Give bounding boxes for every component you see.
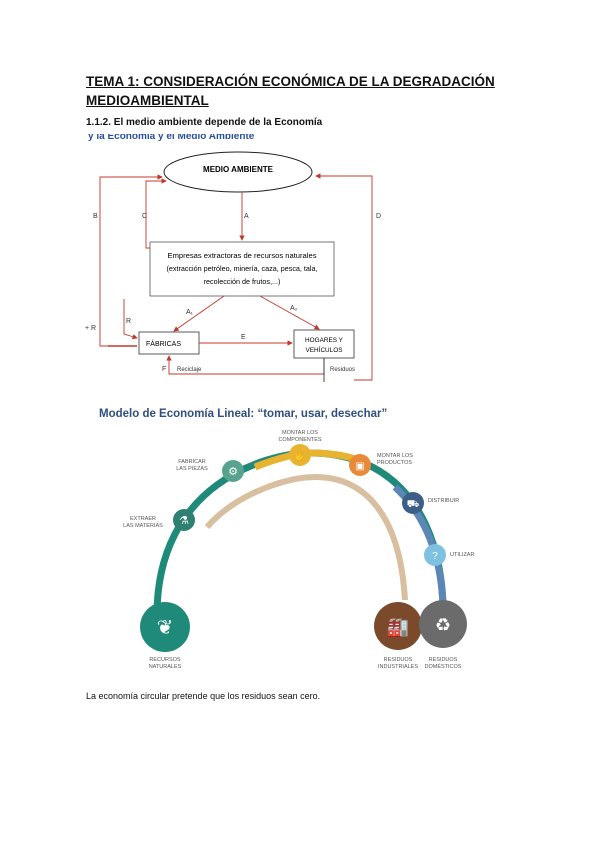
page-title: TEMA 1: CONSIDERACIÓN ECONÓMICA DE LA DE… <box>86 74 495 108</box>
svg-text:INDUSTRIALES: INDUSTRIALES <box>378 664 418 670</box>
step-fabricar: ⚙ FABRICAR LAS PIEZAS <box>176 459 244 482</box>
recursos-naturales-node: ❦ RECURSOS NATURALES <box>140 602 190 670</box>
svg-text:LAS MATERIAS: LAS MATERIAS <box>123 523 163 529</box>
factory-icon: 🏭 <box>387 617 409 637</box>
residuos-industriales-node: 🏭 RESIDUOS INDUSTRIALES <box>374 602 422 670</box>
flask-icon: ⚗ <box>179 515 189 527</box>
svg-text:RECURSOS: RECURSOS <box>149 657 181 663</box>
svg-text:NATURALES: NATURALES <box>149 664 182 670</box>
svg-text:FABRICAR: FABRICAR <box>178 459 206 465</box>
linear-economy-heading: Modelo de Economía Lineal: “tomar, usar,… <box>99 408 387 420</box>
hogares-line-1: HOGARES Y <box>305 337 344 344</box>
extractoras-line-1: Empresas extractoras de recursos natural… <box>168 251 317 260</box>
step-extraer: ⚗ EXTRAER LAS MATERIAS <box>123 509 195 531</box>
flow-label-c: C <box>142 213 147 220</box>
flow-label-d: D <box>376 213 381 220</box>
extractoras-line-2: (extracción petróleo, minería, caza, pes… <box>166 264 317 273</box>
section-subtitle: 1.1.2. El medio ambiente depende de la E… <box>86 117 323 128</box>
assembly-icon: ✋ <box>294 449 306 462</box>
partial-heading: y la Economía y el Medio Ambiente <box>88 134 255 142</box>
step-montar-componentes: ✋ MONTAR LOS COMPONENTES <box>278 430 322 466</box>
svg-text:DISTRIBUIR: DISTRIBUIR <box>428 498 459 504</box>
reciclaje-label: Reciclaje <box>177 367 202 373</box>
medio-ambiente-ellipse <box>163 151 313 193</box>
recycle-icon: ♻ <box>435 615 451 635</box>
flow-label-b: B <box>93 213 98 220</box>
product-icon: ▣ <box>355 461 364 472</box>
hogares-box <box>293 329 355 359</box>
svg-text:LAS PIEZAS: LAS PIEZAS <box>176 466 208 472</box>
flow-label-r: R <box>126 318 131 325</box>
flow-label-a: A <box>244 213 249 220</box>
step-distribuir: ⛟ DISTRIBUIR <box>402 492 459 514</box>
svg-text:MONTAR LOS: MONTAR LOS <box>282 430 318 436</box>
flow-label-plus-r: + R <box>85 325 96 332</box>
inner-arc <box>204 473 408 601</box>
svg-text:PRODUCTOS: PRODUCTOS <box>377 460 412 466</box>
svg-text:RESIDUOS: RESIDUOS <box>429 657 458 663</box>
fabricas-label: FÁBRICAS <box>146 339 181 348</box>
svg-text:UTILIZAR: UTILIZAR <box>450 552 474 558</box>
residuos-domesticos-node: ♻ RESIDUOS DOMÉSTICOS <box>419 600 467 670</box>
bulb-icon: ? <box>432 551 438 562</box>
extractoras-box <box>149 241 335 297</box>
medio-ambiente-label: MEDIO AMBIENTE <box>203 165 274 174</box>
residuos-label: Residuos <box>330 367 355 373</box>
gear-icon: ⚙ <box>228 466 238 478</box>
flow-label-e: E <box>241 334 246 341</box>
svg-text:MONTAR LOS: MONTAR LOS <box>377 453 413 459</box>
hogares-line-2: VEHÍCULOS <box>306 345 343 354</box>
leaf-hand-icon: ❦ <box>157 617 174 639</box>
step-montar-productos: ▣ MONTAR LOS PRODUCTOS <box>349 453 413 476</box>
svg-text:COMPONENTES: COMPONENTES <box>278 437 321 443</box>
flow-label-f: F <box>162 366 166 373</box>
truck-icon: ⛟ <box>407 499 420 510</box>
svg-text:EXTRAER: EXTRAER <box>130 516 156 522</box>
linear-economy-diagram: Modelo de Economía Lineal: “tomar, usar,… <box>99 408 474 670</box>
step-utilizar: ? UTILIZAR <box>424 544 474 566</box>
economy-environment-diagram: y la Economía y el Medio Ambiente MEDIO … <box>85 134 381 382</box>
flow-label-a1: A₁ <box>186 309 194 316</box>
flow-label-a2: A₂ <box>290 305 298 312</box>
extractoras-line-3: recolección de frutos,...) <box>204 277 281 286</box>
svg-text:RESIDUOS: RESIDUOS <box>384 657 413 663</box>
caption-text: La economía circular pretende que los re… <box>86 691 321 701</box>
svg-text:DOMÉSTICOS: DOMÉSTICOS <box>425 663 462 670</box>
